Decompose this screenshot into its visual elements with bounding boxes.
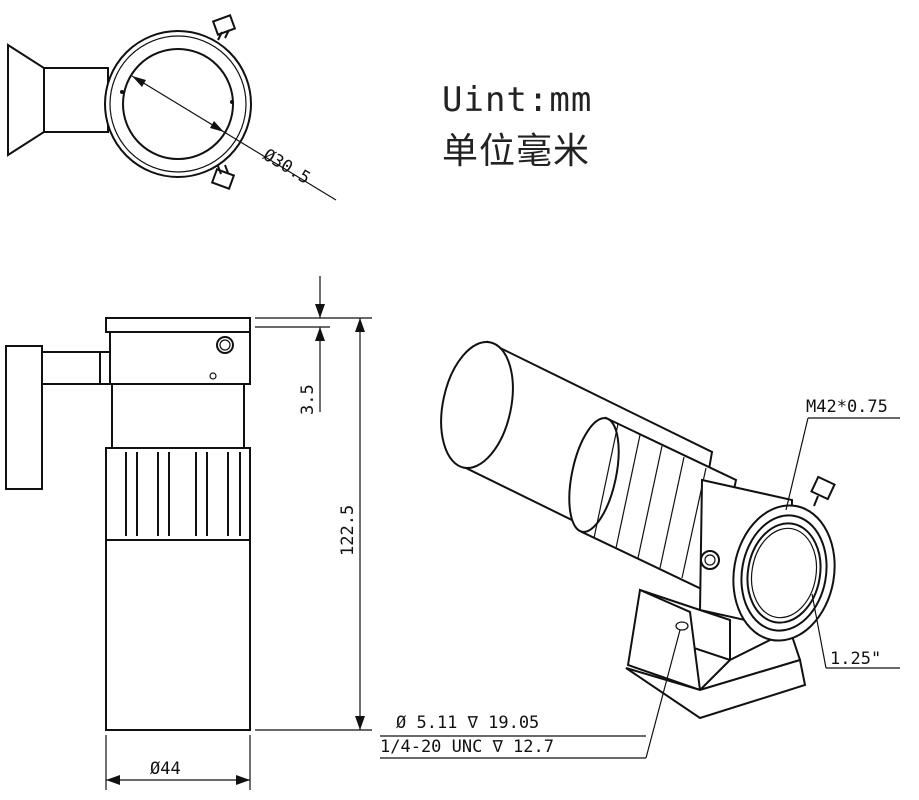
body-diameter-label: Ø44 [150, 759, 181, 779]
top-view-bracket-base [7, 43, 45, 157]
side-neck [111, 383, 245, 449]
top-view-screw-top [211, 14, 237, 41]
side-ring [109, 331, 251, 385]
top-view: Ø30.5 [7, 14, 337, 201]
top-view-screw-bottom [210, 164, 236, 190]
thread-label: M42*0.75 [806, 397, 888, 417]
eyepiece-label: 1.25" [830, 649, 881, 669]
ring-height-label: 3.5 [298, 384, 318, 415]
top-view-arm [43, 67, 109, 133]
thread-leader [785, 417, 809, 511]
side-view: 3.5 122.5 Ø44 [5, 276, 372, 790]
side-bracket-arm [41, 351, 115, 385]
iso-view: M42*0.75 1.25" Ø 5.11 ∇ 19.05 1/4-20 UNC… [380, 340, 900, 759]
side-main-body [105, 539, 251, 731]
unit-label-english: Uint:mm [442, 80, 593, 120]
eyepiece-leader [811, 593, 827, 669]
bore-diameter-label: Ø30.5 [259, 145, 313, 189]
hole-spec-label: Ø 5.11 ∇ 19.05 [396, 713, 539, 733]
top-view-outer-ring-inner [109, 35, 247, 173]
unit-label-chinese: 单位毫米 [442, 131, 591, 172]
hole-leader [645, 629, 681, 759]
thread-spec-label: 1/4-20 UNC ∇ 12.7 [380, 737, 554, 757]
iso-screw [810, 475, 836, 501]
side-bracket-plate [5, 345, 43, 490]
bore-dimension-line [131, 75, 337, 201]
total-length-label: 122.5 [338, 505, 358, 556]
side-knurled-ring [105, 447, 251, 541]
side-ring-top [105, 317, 251, 333]
top-view-bore [122, 48, 234, 160]
